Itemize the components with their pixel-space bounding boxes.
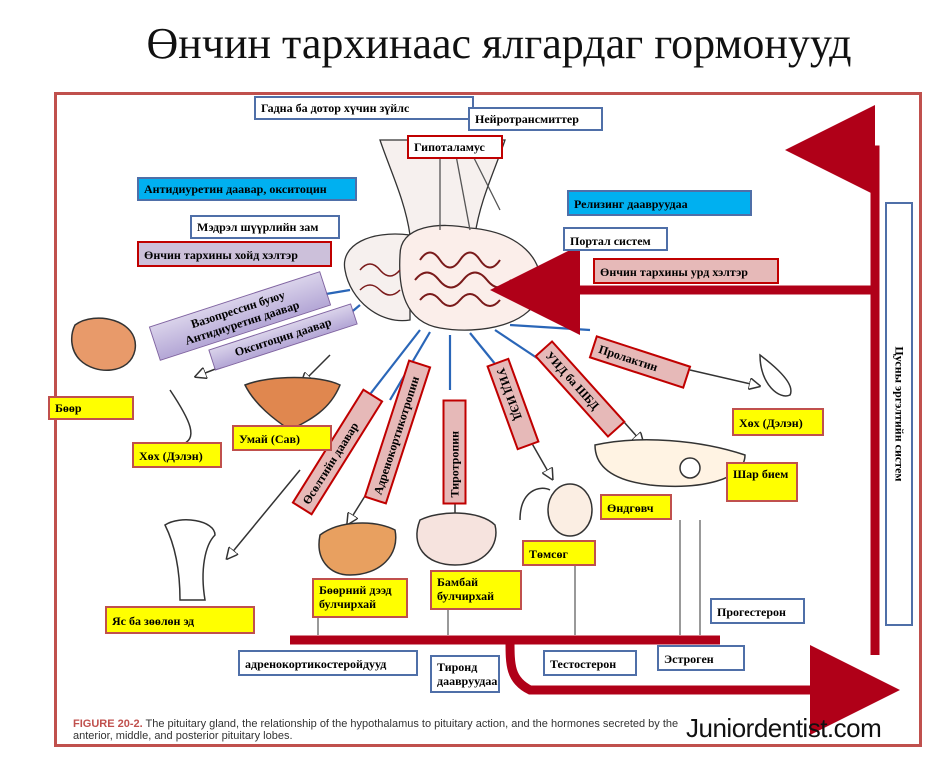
label-bone: Яс ба зөөлөн эд (105, 606, 255, 634)
organs (70, 317, 792, 601)
label-portal-system: Портал систем (563, 227, 668, 251)
watermark: Juniordentist.com (686, 713, 882, 743)
label-hypothalamus: Гипоталамус (407, 135, 503, 159)
label-releasing-hormones: Релизинг даавруудаа (567, 190, 752, 216)
label-circulation-system: Цусны эргэлтийн систем (885, 202, 913, 626)
label-adrenal: Бөөрний дээд булчирхай (312, 578, 408, 618)
label-estrogen: Эстроген (657, 645, 745, 671)
pituitary-gland (343, 139, 542, 331)
label-antidiuretic-oxytocin: Антидиуретин даавар, окситоцин (137, 177, 357, 201)
label-neurotransmitters: Нейротрансмиттер (468, 107, 603, 131)
label-uterus: Умай (Сав) (232, 425, 332, 451)
label-thyroid-hormones: Тиронд даавруудаа (430, 655, 500, 693)
caption-fig: FIGURE 20-2. (73, 718, 143, 730)
label-nerve-path: Мэдрэл шүүрлийн зам (190, 215, 340, 239)
label-testosterone: Тестостерон (543, 650, 637, 676)
label-posterior-lobe: Өнчин тархины хойд хэлтэр (137, 241, 332, 267)
label-testis: Төмсөг (522, 540, 596, 566)
label-progesterone: Прогестерон (710, 598, 805, 624)
feedback-arrows (290, 105, 900, 735)
label-breast-right: Хөх (Дэлэн) (732, 408, 824, 436)
label-breast-left: Хөх (Дэлэн) (132, 442, 222, 468)
circulation-text: Цусны эргэлтийн систем (892, 346, 907, 482)
label-anterior-lobe: Өнчин тархины урд хэлтэр (593, 258, 779, 284)
label-ovary: Өндгөвч (600, 494, 672, 520)
caption-text: The pituitary gland, the relationship of… (73, 718, 679, 742)
label-kidney: Бөөр (48, 396, 134, 420)
label-adrenocorticosteroids: адренокортикостеройдууд (238, 650, 418, 676)
label-thyrotropin: Тиротропин (442, 399, 467, 505)
figure-caption: FIGURE 20-2. The pituitary gland, the re… (73, 718, 713, 742)
label-thyroid: Бамбай булчирхай (430, 570, 522, 610)
label-outer-inner-factors: Гадна ба дотор хүчин зүйлс (254, 96, 474, 120)
label-corpus-luteum: Шар бием (726, 462, 798, 502)
page-title: Өнчин тархинаас ялгардаг гормонууд (146, 19, 852, 68)
